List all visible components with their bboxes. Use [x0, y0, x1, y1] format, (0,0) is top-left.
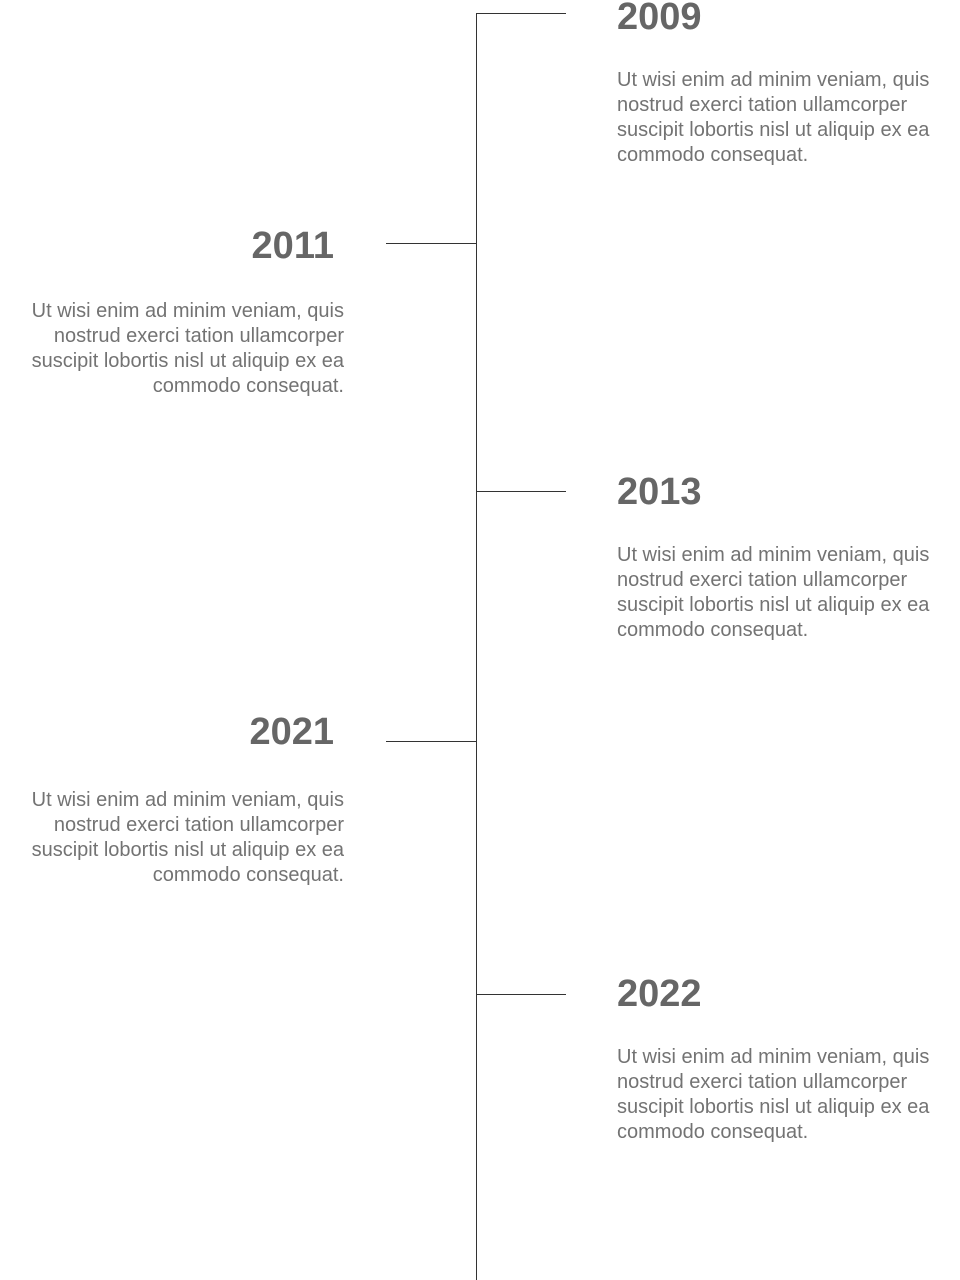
- description-line: nostrud exerci tation ullamcorper: [617, 569, 908, 591]
- timeline-connector-2022: [476, 994, 566, 995]
- entry-description: Ut wisi enim ad minim veniam, quis nostr…: [617, 543, 929, 643]
- description-line: nostrud exerci tation ullamcorper: [617, 94, 908, 116]
- description-line: nostrud exerci tation ullamcorper: [53, 814, 344, 836]
- description-line: commodo consequat.: [617, 619, 809, 641]
- description-line: suscipit lobortis nisl ut aliquip ex ea: [617, 594, 930, 616]
- entry-description: Ut wisi enim ad minim veniam, quis nostr…: [32, 299, 344, 399]
- description-line: commodo consequat.: [617, 144, 809, 166]
- timeline-connector-2013: [476, 491, 566, 492]
- description-line: Ut wisi enim ad minim veniam, quis: [617, 1046, 930, 1068]
- description-line: suscipit lobortis nisl ut aliquip ex ea: [31, 350, 344, 372]
- description-line: Ut wisi enim ad minim veniam, quis: [617, 544, 930, 566]
- entry-year: 2021: [249, 711, 334, 753]
- description-line: Ut wisi enim ad minim veniam, quis: [31, 789, 344, 811]
- description-line: Ut wisi enim ad minim veniam, quis: [617, 69, 930, 91]
- entry-year: 2013: [617, 471, 702, 513]
- timeline-axis: [476, 13, 477, 1280]
- description-line: commodo consequat.: [152, 375, 344, 397]
- description-line: Ut wisi enim ad minim veniam, quis: [31, 300, 344, 322]
- entry-description: Ut wisi enim ad minim veniam, quis nostr…: [32, 788, 344, 888]
- description-line: nostrud exerci tation ullamcorper: [53, 325, 344, 347]
- description-line: commodo consequat.: [152, 864, 344, 886]
- entry-year: 2011: [251, 225, 334, 267]
- description-line: commodo consequat.: [617, 1121, 809, 1143]
- timeline-connector-2009: [476, 13, 566, 14]
- entry-description: Ut wisi enim ad minim veniam, quis nostr…: [617, 68, 929, 168]
- description-line: nostrud exerci tation ullamcorper: [617, 1071, 908, 1093]
- entry-year: 2022: [617, 973, 702, 1015]
- description-line: suscipit lobortis nisl ut aliquip ex ea: [617, 1096, 930, 1118]
- entry-year: 2009: [617, 0, 702, 38]
- description-line: suscipit lobortis nisl ut aliquip ex ea: [617, 119, 930, 141]
- timeline-connector-2021: [386, 741, 476, 742]
- entry-description: Ut wisi enim ad minim veniam, quis nostr…: [617, 1045, 929, 1145]
- timeline-connector-2011: [386, 243, 476, 244]
- description-line: suscipit lobortis nisl ut aliquip ex ea: [31, 839, 344, 861]
